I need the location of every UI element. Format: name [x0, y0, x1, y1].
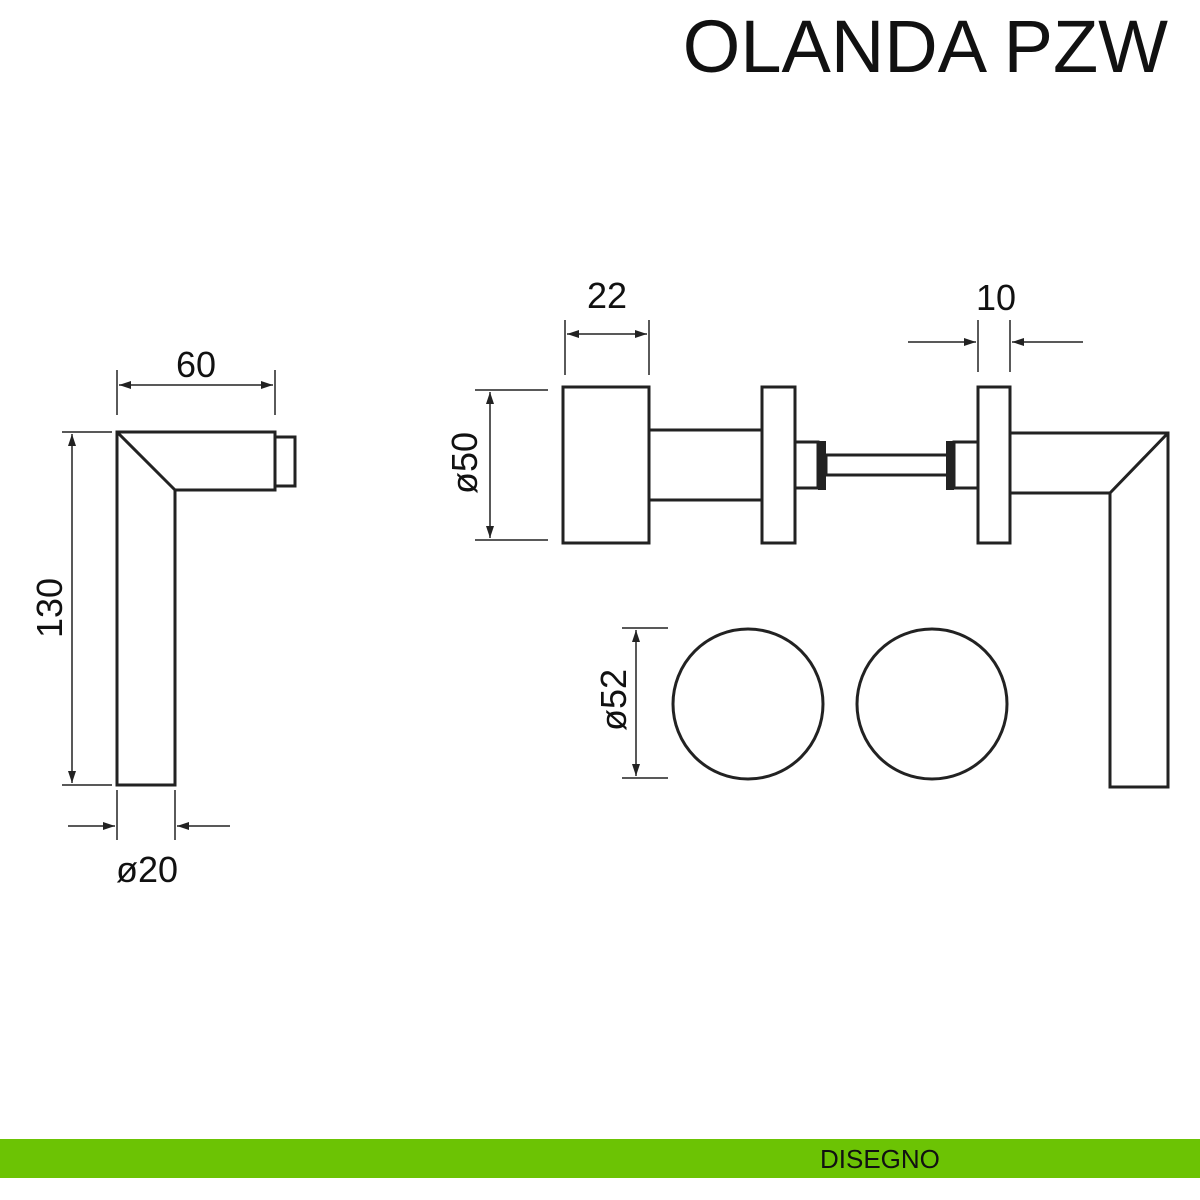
- drawing-title: OLANDA PZW: [682, 5, 1168, 88]
- dimension-22: 22: [564, 275, 650, 375]
- dimension-d52: ø52: [593, 627, 668, 779]
- dim-label-d20: ø20: [116, 849, 178, 890]
- lever-handle-side-view: [115, 430, 297, 787]
- dimension-10: 10: [908, 277, 1083, 372]
- dimension-d20: ø20: [68, 790, 230, 890]
- round-rosettes: [671, 627, 1009, 781]
- dimension-60: 60: [116, 344, 276, 415]
- dimension-130: 130: [29, 431, 112, 786]
- knob-lever-assembly: [561, 385, 1170, 789]
- dimension-d50: ø50: [444, 389, 548, 541]
- footer-label: DISEGNO: [820, 1144, 940, 1174]
- dim-label-d50: ø50: [444, 432, 485, 494]
- dim-label-10: 10: [976, 277, 1016, 318]
- dim-label-130: 130: [29, 578, 70, 638]
- footer-bar: DISEGNO: [0, 1139, 1200, 1178]
- dim-label-60: 60: [176, 344, 216, 385]
- dim-label-d52: ø52: [593, 669, 634, 731]
- dim-label-22: 22: [587, 275, 627, 316]
